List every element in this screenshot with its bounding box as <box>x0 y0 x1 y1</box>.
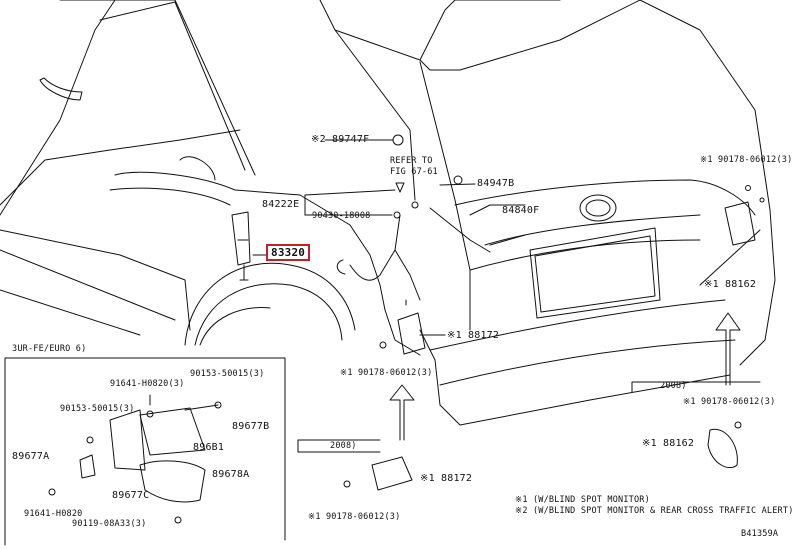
radar-right <box>724 201 756 246</box>
label-2008-b: 2008) <box>660 381 687 391</box>
label-90430: 90430-18008 <box>312 211 371 221</box>
inset-label-89677B: 89677B <box>232 421 270 432</box>
body-outline-left <box>0 0 116 216</box>
window-frame <box>59 0 256 176</box>
footnote-2: ※2 (W/BLIND SPOT MONITOR & REAR CROSS TR… <box>515 506 794 516</box>
label-84840F: 84840F <box>502 205 540 216</box>
bumper-lower <box>439 374 731 426</box>
label-83320[interactable]: 83320 <box>266 244 311 261</box>
diagram-code: B41359A <box>741 529 779 539</box>
label-2008-a: 2008) <box>330 441 357 451</box>
module-88172-bottom <box>371 456 413 491</box>
label-90178-right: ※1 90178-06012(3) <box>683 397 776 407</box>
door-line <box>0 129 241 206</box>
clip-84947B <box>453 175 463 185</box>
inset-frame <box>4 357 286 541</box>
label-fig-ref[interactable]: FIG 67-61 <box>390 167 438 177</box>
sill-line <box>0 229 191 331</box>
label-88162-right: ※1 88162 <box>642 438 695 449</box>
emblem <box>579 194 617 222</box>
inset-label-90153-left: 90153-50015(3) <box>60 404 135 414</box>
clip-89747F <box>392 134 404 146</box>
bolt-84222E <box>395 182 405 193</box>
arrow-up-1 <box>389 384 415 441</box>
label-89747F: ※2 89747F <box>311 134 370 145</box>
window-inner <box>99 1 246 171</box>
inset-cover <box>139 460 206 503</box>
inset-bracket-B <box>139 407 206 456</box>
inset-label-896B1: 896B1 <box>193 442 225 453</box>
harness <box>349 214 401 281</box>
tailgate-left-edge <box>419 61 471 331</box>
wheel-arch <box>184 262 356 346</box>
label-88172-mid: ※1 88172 <box>447 330 500 341</box>
label-84222E: 84222E <box>262 199 300 210</box>
label-90178-top: ※1 90178-06012(3) <box>700 155 793 165</box>
label-refer-to: REFER TO <box>390 156 433 166</box>
inset-label-90119: 90119-08A33(3) <box>72 519 147 529</box>
label-90178-mid: ※1 90178-06012(3) <box>340 368 433 378</box>
license-plate <box>529 227 661 319</box>
tailgate-right-edge <box>639 0 776 366</box>
inset-label-90153-top: 90153-50015(3) <box>190 369 265 379</box>
door-handle <box>39 77 83 101</box>
label-84947B: 84947B <box>477 178 515 189</box>
inset-label-89677C: 89677C <box>112 490 150 501</box>
inset-label-89677A: 89677A <box>12 451 50 462</box>
inset-title: 3UR-FE/EURO 6) <box>12 344 87 354</box>
inset-label-89678A: 89678A <box>212 469 250 480</box>
label-88172-bottom: ※1 88172 <box>420 473 473 484</box>
label-88162-top: ※1 88162 <box>704 279 757 290</box>
footnote-1: ※1 (W/BLIND SPOT MONITOR) <box>515 495 650 505</box>
sensor-83320 <box>231 211 251 266</box>
bumper-upper <box>429 299 726 351</box>
c-pillar <box>319 0 456 61</box>
arrow-up-2 <box>715 312 741 386</box>
inset-label-91641-top: 91641-H0820(3) <box>110 379 185 389</box>
inset-bracket-A <box>109 409 146 471</box>
label-90178-bottom: ※1 90178-06012(3) <box>308 512 401 522</box>
inset-label-91641-bottom: 91641-H0820 <box>24 509 83 519</box>
radar-right-bottom <box>707 428 738 469</box>
module-88172 <box>397 312 426 355</box>
